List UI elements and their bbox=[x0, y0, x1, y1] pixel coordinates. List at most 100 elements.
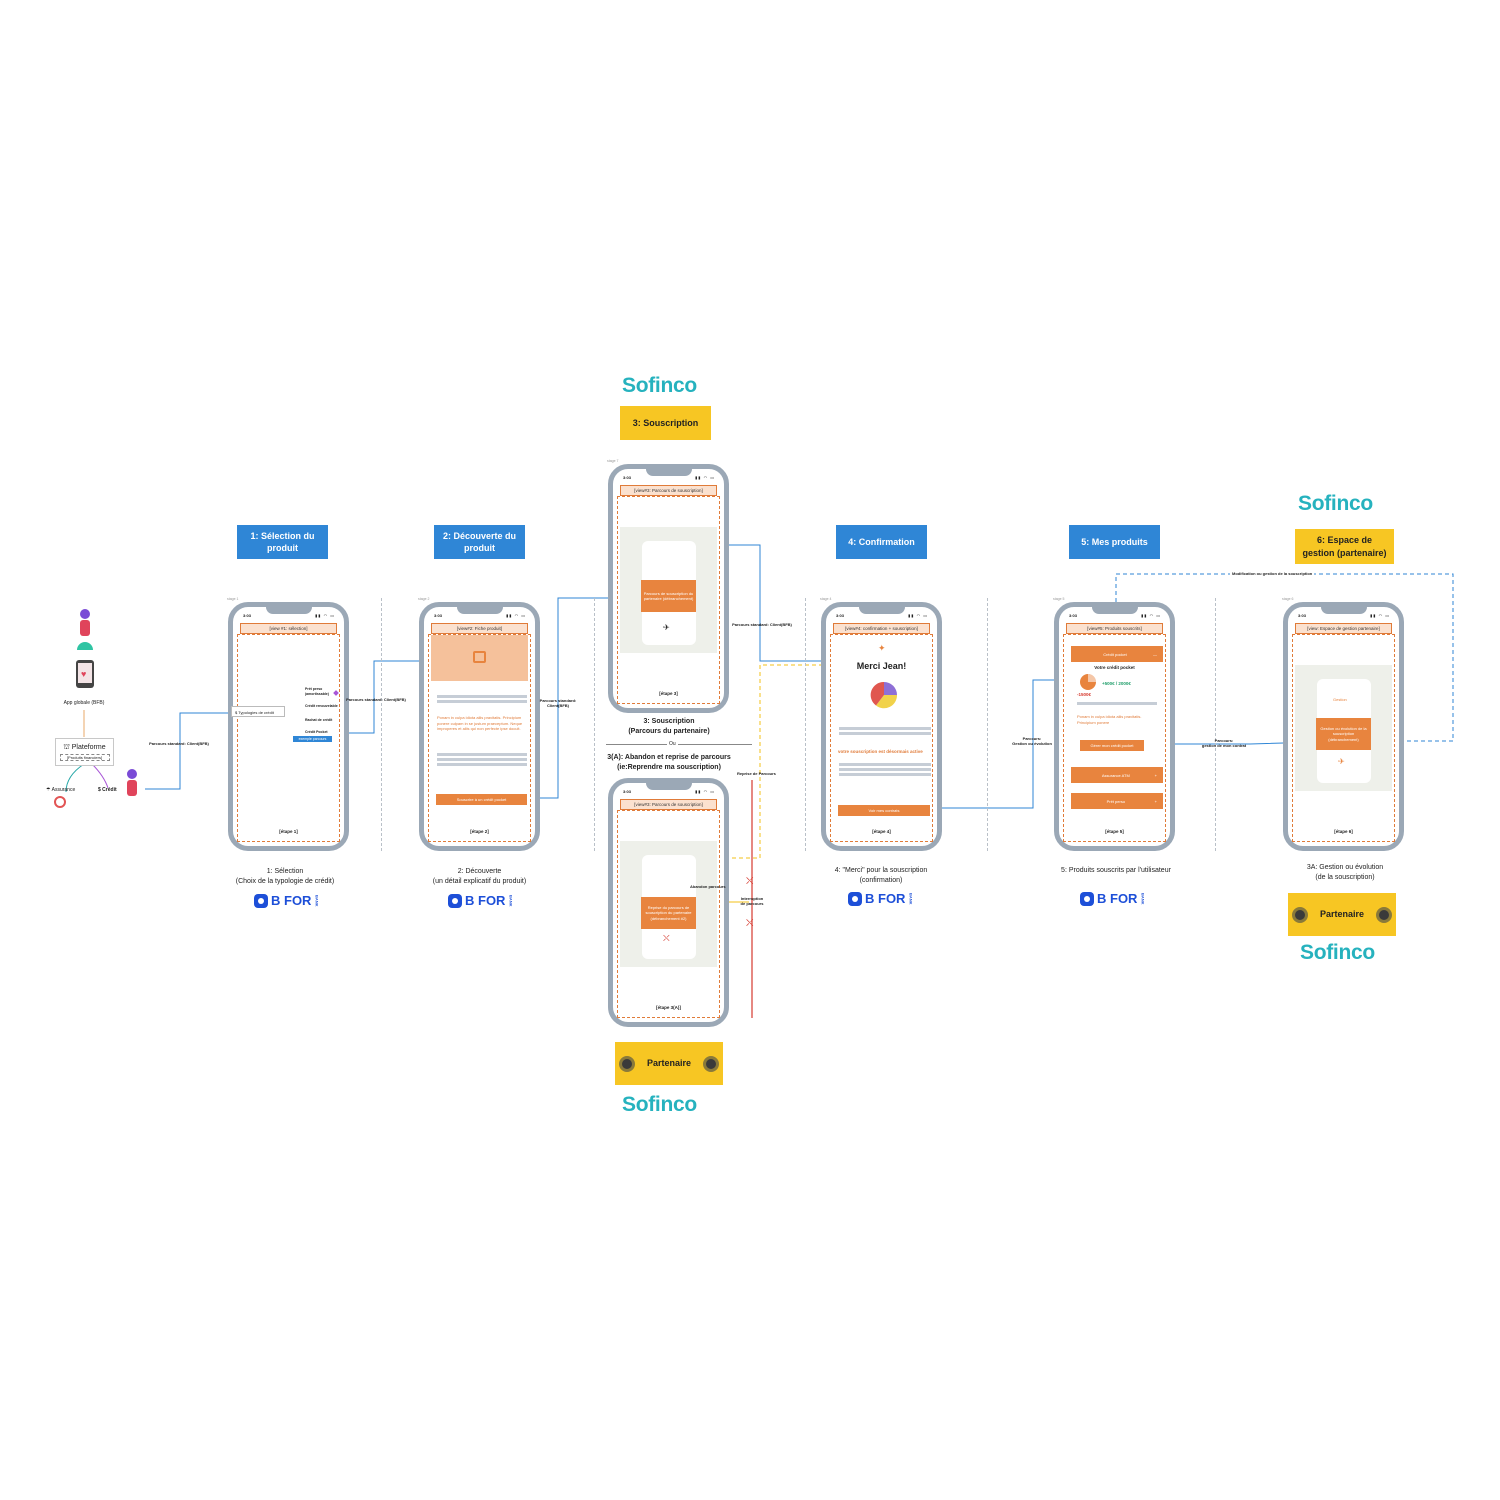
or-label: Ou bbox=[667, 741, 678, 747]
product-image bbox=[431, 635, 528, 681]
separator-5 bbox=[1215, 598, 1216, 851]
option-pocket[interactable]: Crédit Pocket bbox=[305, 730, 328, 734]
product-description: Ponam in culpa idiota aliis pravitatis. … bbox=[437, 715, 523, 732]
interruption-label: Interruption de parcours bbox=[740, 896, 764, 907]
option-pret-perso[interactable]: Prêt perso (amortissable) bbox=[305, 687, 329, 696]
active-message: votre souscription est désormais active bbox=[838, 749, 923, 754]
credit-pocket-accordion[interactable]: Crédit pocket— bbox=[1071, 646, 1163, 662]
screen-frame bbox=[617, 810, 720, 1018]
phone-step-3a: 3:03 ▮▮ ◠ ▭ [view#3: Parcours de souscri… bbox=[608, 778, 729, 1027]
platform-box[interactable]: ⛫ Plateforme [Produits financiers] bbox=[55, 738, 114, 766]
party-icon: ✦ bbox=[878, 643, 886, 653]
client-persona bbox=[125, 768, 139, 803]
view-header: [view#3: Parcours de souscription] bbox=[620, 799, 717, 810]
status-icons: ▮▮ ◠ ▭ bbox=[315, 613, 335, 618]
collapse-icon: — bbox=[1152, 651, 1157, 657]
view-contracts-button[interactable]: Voir mes contrats bbox=[838, 805, 930, 816]
partner-sheet: Parcours de souscription du partenaire (… bbox=[620, 527, 717, 653]
partenaire-badge-center: Partenaire bbox=[615, 1042, 723, 1085]
platform-sub: [Produits financiers] bbox=[59, 754, 110, 761]
left-link-assurance bbox=[65, 763, 85, 793]
view-header: [view#4: confirmation + souscription] bbox=[833, 623, 930, 634]
caption-step-3a: 3(A): Abandon et reprise de parcours(ie:… bbox=[607, 754, 731, 772]
abandon-label: Abandon parcours bbox=[690, 884, 726, 889]
tire-icon bbox=[1376, 906, 1393, 923]
separator-3 bbox=[805, 598, 806, 851]
assurance-atm-item[interactable]: Assurance ATM+ bbox=[1071, 767, 1163, 783]
view-header: [view#2: Fiche produit] bbox=[431, 623, 528, 634]
screen-frame bbox=[1292, 634, 1395, 842]
placeholder-text bbox=[1077, 702, 1157, 707]
edge-label-step3: Parcours standard: Client(BFB) bbox=[732, 622, 792, 627]
edge-client-to-step1 bbox=[145, 712, 233, 790]
rocket-icon: ✈ bbox=[663, 623, 670, 632]
edge-step2-to-step3 bbox=[526, 597, 643, 799]
tire-icon bbox=[703, 1055, 720, 1072]
bfor-icon bbox=[448, 893, 462, 908]
persona-icon bbox=[80, 609, 90, 636]
expand-icon: + bbox=[1154, 772, 1157, 778]
partenaire-badge-right: Partenaire bbox=[1288, 893, 1396, 936]
etape-label: [étape 1] bbox=[279, 829, 298, 834]
merci-title: Merci Jean! bbox=[856, 661, 907, 671]
caption-step-3: 3: Souscription(Parcours du partenaire) bbox=[628, 718, 710, 736]
stage-label: stage 7 bbox=[607, 459, 619, 463]
subscribe-button[interactable]: Souscrire à un crédit pocket bbox=[436, 794, 527, 805]
option-renouvelable[interactable]: Crédit renouvelable bbox=[305, 704, 338, 708]
edge-label-gestion-in: Parcours: Gestion ou évolution bbox=[1012, 736, 1052, 747]
phone-heart-icon: ♥ bbox=[76, 660, 94, 688]
manage-subscription-card[interactable]: Gestion ou évolution de la souscription … bbox=[1316, 718, 1371, 750]
status-icons: ▮▮ ◠ ▭ bbox=[908, 613, 928, 618]
placeholder-text bbox=[839, 727, 931, 737]
edge-label-client: Parcours standard: Client(BFB) bbox=[149, 741, 209, 746]
assurance-label: ☂ Assurance bbox=[46, 787, 76, 793]
pie-chart-icon bbox=[870, 681, 898, 709]
app-label: App globale (BFB) bbox=[63, 700, 105, 706]
sofinco-logo-bottom: Sofinco bbox=[622, 1093, 697, 1116]
step-tag-1: 1: Sélection du produit bbox=[237, 525, 328, 559]
dollar-icon: $ bbox=[98, 787, 103, 793]
phone-step-4: 3:03 ▮▮ ◠ ▭ [view#4: confirmation + sous… bbox=[821, 602, 942, 851]
placeholder-text bbox=[437, 695, 527, 705]
manage-pocket-button[interactable]: Gérer mon crédit pocket bbox=[1080, 740, 1144, 751]
option-rachat[interactable]: Rachat de crédit bbox=[305, 718, 333, 722]
separator-2 bbox=[594, 598, 595, 851]
edge-label-step2: Parcours standard: Client(BFB) bbox=[539, 698, 577, 709]
left-persona bbox=[78, 608, 92, 643]
phone-step-1: 3:03 ▮▮ ◠ ▭ [view #1: sélection] [étape … bbox=[228, 602, 349, 851]
separator-1 bbox=[381, 598, 382, 851]
edge-modification-loop bbox=[1115, 573, 1454, 742]
step-tag-4: 4: Confirmation bbox=[836, 525, 927, 559]
reprise-label: Reprise de Parcours bbox=[737, 771, 776, 776]
screen-frame bbox=[1063, 634, 1166, 842]
phone-step-3: 3:03 ▮▮ ◠ ▭ [view#3: Parcours de souscri… bbox=[608, 464, 729, 713]
stage-label: stage 6 bbox=[1282, 597, 1294, 601]
tire-icon bbox=[618, 1055, 635, 1072]
stage-label: stage 4 bbox=[820, 597, 832, 601]
view-header: [view#3: Parcours de souscription] bbox=[620, 485, 717, 496]
credit-label: $ Crédit bbox=[98, 787, 117, 793]
edge-label-step1: Parcours standard: Client(BFB) bbox=[346, 697, 406, 702]
tire-icon bbox=[1291, 906, 1308, 923]
or-divider bbox=[606, 744, 752, 745]
typologie-box[interactable]: $ Typologies de crédit bbox=[231, 706, 285, 717]
pret-perso-item[interactable]: Prêt perso+ bbox=[1071, 793, 1163, 809]
etape-label: [étape 5] bbox=[1105, 829, 1124, 834]
edge-step1-to-step2 bbox=[333, 660, 424, 734]
stage-label: stage 2 bbox=[418, 597, 430, 601]
stage-label: stage 1 bbox=[227, 597, 239, 601]
partner-subscription-card[interactable]: Parcours de souscription du partenaire (… bbox=[641, 580, 696, 612]
screen-frame bbox=[617, 496, 720, 704]
etape-label: [étape 6] bbox=[1334, 829, 1353, 834]
left-link-credit bbox=[91, 763, 109, 789]
example-badge: exemple parcours bbox=[293, 736, 332, 742]
resume-subscription-card[interactable]: Reprise du parcours de souscription du p… bbox=[641, 897, 696, 929]
gestion-label: Gestion bbox=[1333, 697, 1347, 702]
caption-step-4: 4: "Merci" pour la souscription(confirma… bbox=[834, 867, 928, 885]
status-icons: ▮▮ ◠ ▭ bbox=[506, 613, 526, 618]
pocket-description: Ponam in culpa idiota aliis pravitatis. … bbox=[1077, 714, 1142, 725]
caption-step-5: 5: Produits souscrits par l'utilisateur bbox=[1061, 867, 1171, 874]
